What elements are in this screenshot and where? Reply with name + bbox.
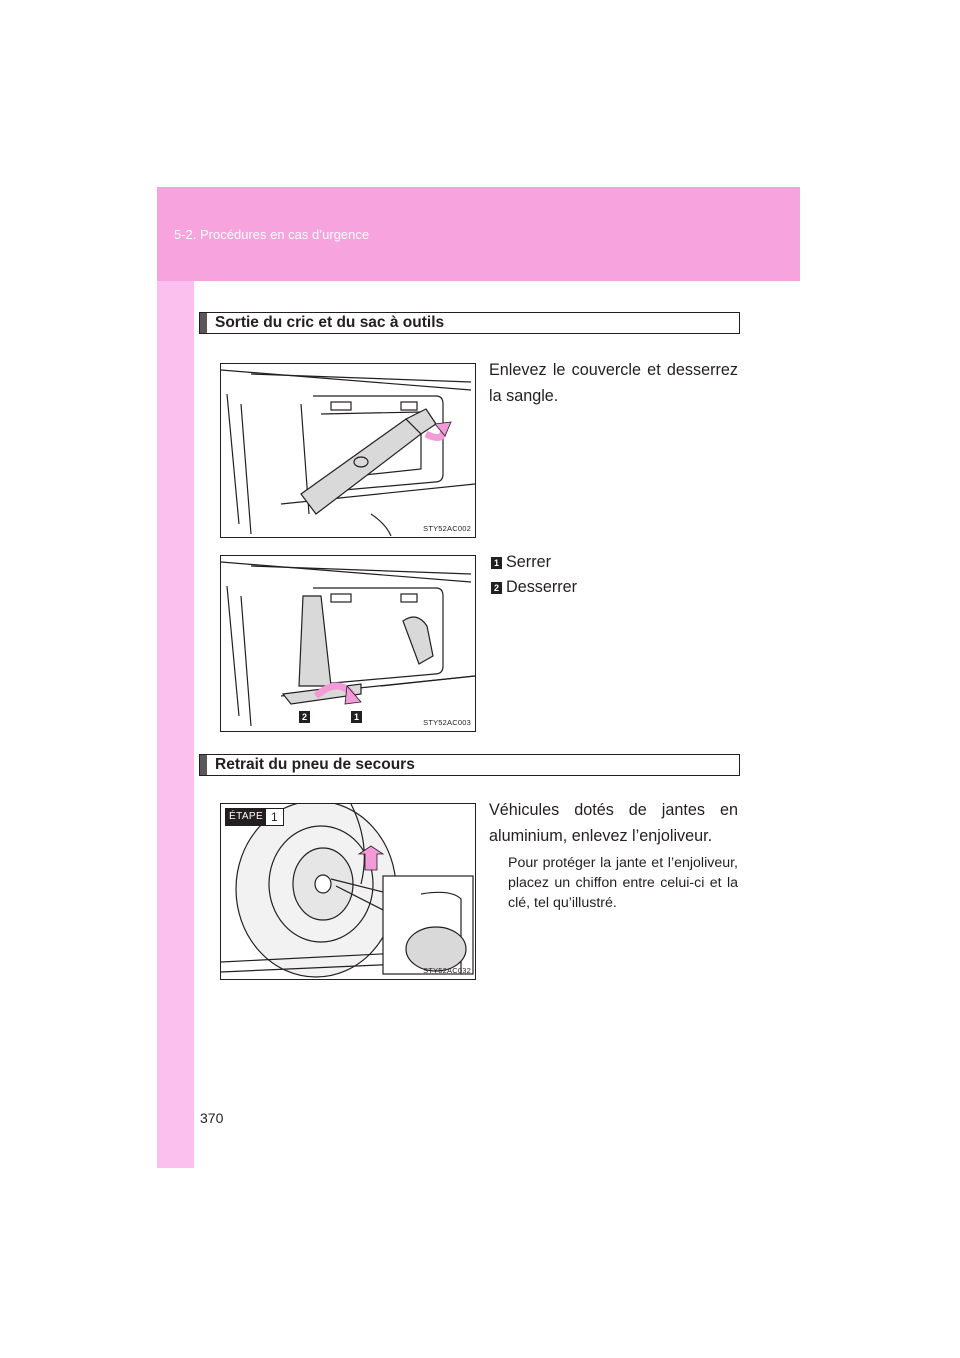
figure-jack-cover: STY52AC002: [220, 363, 476, 538]
figure-code: STY52AC032: [423, 966, 471, 975]
legend-num: 1: [491, 556, 502, 569]
section-title: Retrait du pneu de secours: [215, 756, 415, 773]
heading-bar: [200, 755, 207, 775]
jack-cover-illustration: [221, 369, 475, 537]
section-heading-spare: Retrait du pneu de secours: [199, 754, 740, 776]
figure-spare-tire: ÉTAPE 1 STY52AC032: [220, 803, 476, 980]
figure-code: STY52AC003: [423, 718, 471, 727]
figure-code: STY52AC002: [423, 524, 471, 533]
step-value: 1: [266, 809, 283, 825]
section-breadcrumb: 5-2. Procédures en cas d’urgence: [174, 227, 370, 242]
header-band: [157, 187, 800, 281]
figure-jack-strap: 2 1 STY52AC003: [220, 555, 476, 732]
section-title: Sortie du cric et du sac à outils: [215, 314, 445, 331]
side-band: [157, 281, 194, 1168]
callout-2: 2: [299, 711, 310, 723]
page-number: 370: [200, 1110, 224, 1126]
instruction-text: Enlevez le couvercle et desserrez la san…: [489, 361, 738, 405]
note-text: Pour protéger la jante et l’enjoliveur, …: [508, 855, 738, 911]
step-indicator: ÉTAPE 1: [225, 808, 284, 826]
step-label: ÉTAPE: [226, 809, 267, 825]
legend-label: Desserrer: [506, 578, 578, 596]
arrow-icon: [357, 845, 385, 871]
spare-tire-illustration: [221, 804, 474, 978]
legend-num: 2: [491, 581, 502, 594]
callout-1: 1: [351, 711, 362, 723]
section-heading-jack: Sortie du cric et du sac à outils: [199, 312, 740, 334]
legend-item-loosen: 2 Desserrer: [491, 578, 577, 597]
heading-bar: [200, 313, 207, 333]
legend-item-tighten: 1 Serrer: [491, 553, 551, 572]
legend-label: Serrer: [506, 553, 551, 571]
jack-strap-illustration: [221, 561, 475, 727]
instruction-text: Véhicules dotés de jantes en aluminium, …: [489, 801, 738, 845]
